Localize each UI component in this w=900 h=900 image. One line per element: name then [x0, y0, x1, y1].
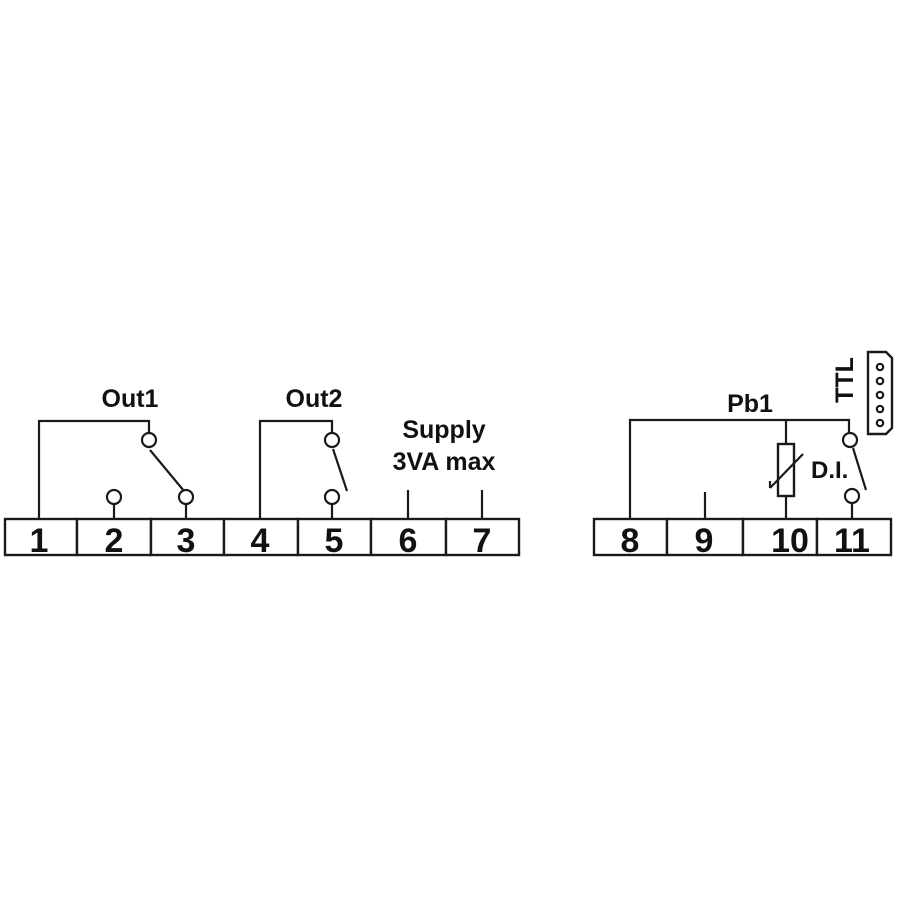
ttl-connector-icon — [866, 350, 894, 436]
out1-label: Out1 — [102, 385, 159, 413]
terminal-block-right: 8 9 10 11 — [592, 517, 893, 560]
terminal-box-3 — [149, 517, 226, 557]
supply: Supply 3VA max — [393, 416, 496, 519]
terminal-number-1: 1 — [30, 522, 49, 560]
terminal-number-10: 10 — [771, 522, 809, 560]
terminal-box-8 — [592, 517, 669, 557]
thermistor-icon — [768, 442, 804, 498]
contact-circle-icon — [323, 431, 341, 449]
supply-label: Supply — [402, 416, 485, 444]
out2-label: Out2 — [286, 385, 343, 413]
terminal-box-11 — [815, 517, 893, 557]
di-label: D.I. — [811, 457, 848, 484]
terminal-number-11: 11 — [834, 522, 870, 560]
terminal-block-left: 1 2 3 4 5 6 7 — [3, 517, 521, 560]
supply-rating-label: 3VA max — [393, 448, 496, 476]
out2-switch-blade — [331, 448, 349, 492]
probe-pb1: Pb1 — [628, 390, 851, 519]
out1-switch-blade — [149, 449, 185, 492]
out1-common-wire — [37, 419, 151, 519]
terminal-number-2: 2 — [105, 522, 124, 560]
out2-relay: Out2 — [258, 385, 349, 519]
out2-common-wire — [258, 419, 334, 519]
terminal-box-5 — [296, 517, 373, 557]
terminal-number-9: 9 — [695, 522, 714, 560]
digital-input: D.I. — [811, 431, 868, 519]
contact-circle-icon — [177, 488, 195, 506]
di-switch-blade — [851, 447, 868, 491]
probe-common-wire — [628, 418, 851, 519]
terminal-box-2 — [75, 517, 153, 557]
terminal-number-5: 5 — [325, 522, 344, 560]
terminal-number-8: 8 — [621, 522, 640, 560]
contact-circle-icon — [841, 431, 859, 449]
terminal-box-1 — [3, 517, 79, 557]
contact-circle-icon — [105, 488, 123, 506]
terminal-number-7: 7 — [473, 522, 492, 560]
ttl-connector: TTL — [831, 350, 894, 436]
terminal-box-7 — [444, 517, 521, 557]
terminal-box-10 — [741, 517, 819, 557]
pb1-label: Pb1 — [727, 390, 773, 418]
terminal-box-9 — [665, 517, 745, 557]
out1-relay: Out1 — [37, 385, 195, 519]
contact-circle-icon — [140, 431, 158, 449]
terminal-number-4: 4 — [251, 522, 270, 560]
terminal-number-6: 6 — [399, 522, 418, 560]
contact-circle-icon — [843, 487, 861, 505]
ttl-label: TTL — [831, 357, 859, 403]
contact-circle-icon — [323, 488, 341, 506]
terminal-number-3: 3 — [177, 522, 196, 560]
